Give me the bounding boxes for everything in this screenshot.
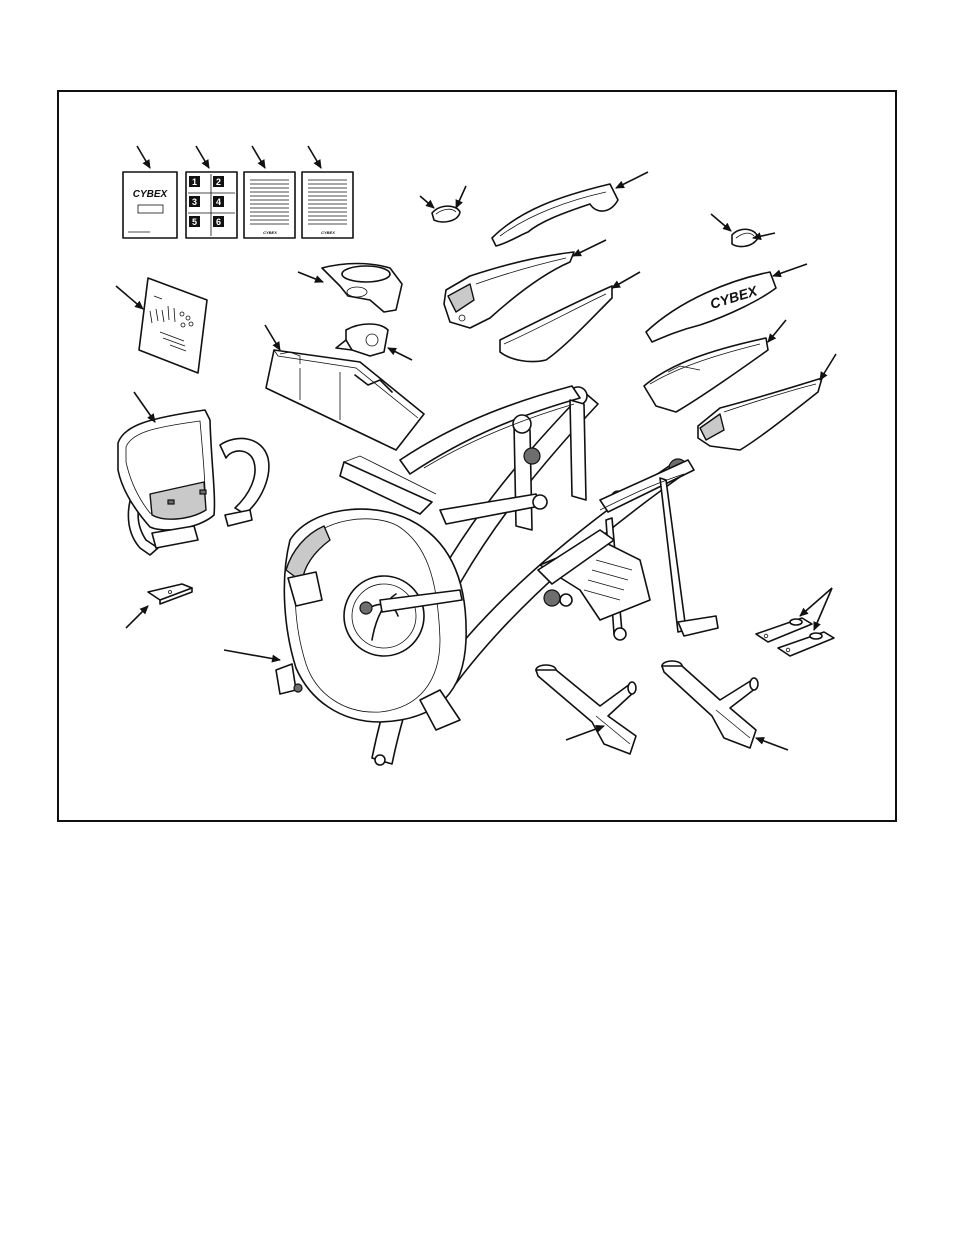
- front-shroud-tray: [266, 350, 424, 450]
- upper-shroud-right: CYBEX: [646, 272, 776, 342]
- callout-arrow: [820, 354, 836, 380]
- callout-arrow: [265, 325, 280, 350]
- service-logo-text: CYBEX: [321, 230, 335, 235]
- console-assembly: [118, 410, 269, 555]
- callout-arrow: [800, 588, 832, 616]
- service-document: CYBEX: [302, 172, 353, 238]
- accessory-bracket: [336, 324, 388, 356]
- lower-shroud-center: [500, 286, 612, 362]
- foot-pad-lower: [778, 632, 834, 656]
- assembly-step-1: 1: [192, 177, 197, 187]
- callout-arrow: [116, 286, 143, 309]
- callout-arrow: [308, 146, 321, 168]
- callout-arrow: [252, 146, 265, 168]
- hardware-card: [139, 278, 207, 373]
- callout-arrow: [612, 272, 640, 288]
- flywheel-housing: [276, 509, 466, 765]
- assembly-step-2: 2: [216, 177, 221, 187]
- callout-arrow: [616, 172, 648, 188]
- pedal-arm-right: [662, 661, 758, 748]
- callout-arrow: [420, 196, 434, 208]
- callout-arrow: [196, 146, 209, 168]
- lower-shroud-right: [698, 378, 822, 450]
- callout-arrow: [768, 320, 786, 342]
- callout-arrow: [137, 146, 150, 168]
- callout-arrow: [126, 606, 148, 628]
- upper-shroud-center: [492, 184, 618, 246]
- callout-arrow: [814, 588, 832, 630]
- warranty-logo-text: CYBEX: [263, 230, 277, 235]
- callout-arrow: [134, 392, 155, 422]
- callout-arrow: [756, 738, 788, 750]
- callout-arrow: [773, 264, 807, 276]
- pedal-arm-left: [536, 665, 636, 754]
- manual-logo-text: CYBEX: [133, 189, 169, 200]
- callout-arrow: [224, 650, 280, 660]
- owners-manual-document: CYBEX: [123, 172, 177, 238]
- assembly-step-6: 6: [216, 217, 221, 227]
- assembly-instructions-document: 1 2 3 4 5 6: [186, 172, 237, 238]
- console-bracket: [148, 584, 192, 604]
- clip-left: [432, 206, 460, 222]
- callout-arrow: [573, 240, 606, 256]
- callout-arrow: [456, 186, 466, 208]
- assembly-step-5: 5: [192, 217, 197, 227]
- warranty-document: CYBEX: [244, 172, 295, 238]
- assembly-step-4: 4: [216, 197, 221, 207]
- cup-holder: [322, 264, 402, 313]
- callout-arrow: [711, 214, 731, 231]
- callout-arrow: [388, 348, 412, 360]
- assembly-step-3: 3: [192, 197, 197, 207]
- callout-arrow: [298, 272, 323, 282]
